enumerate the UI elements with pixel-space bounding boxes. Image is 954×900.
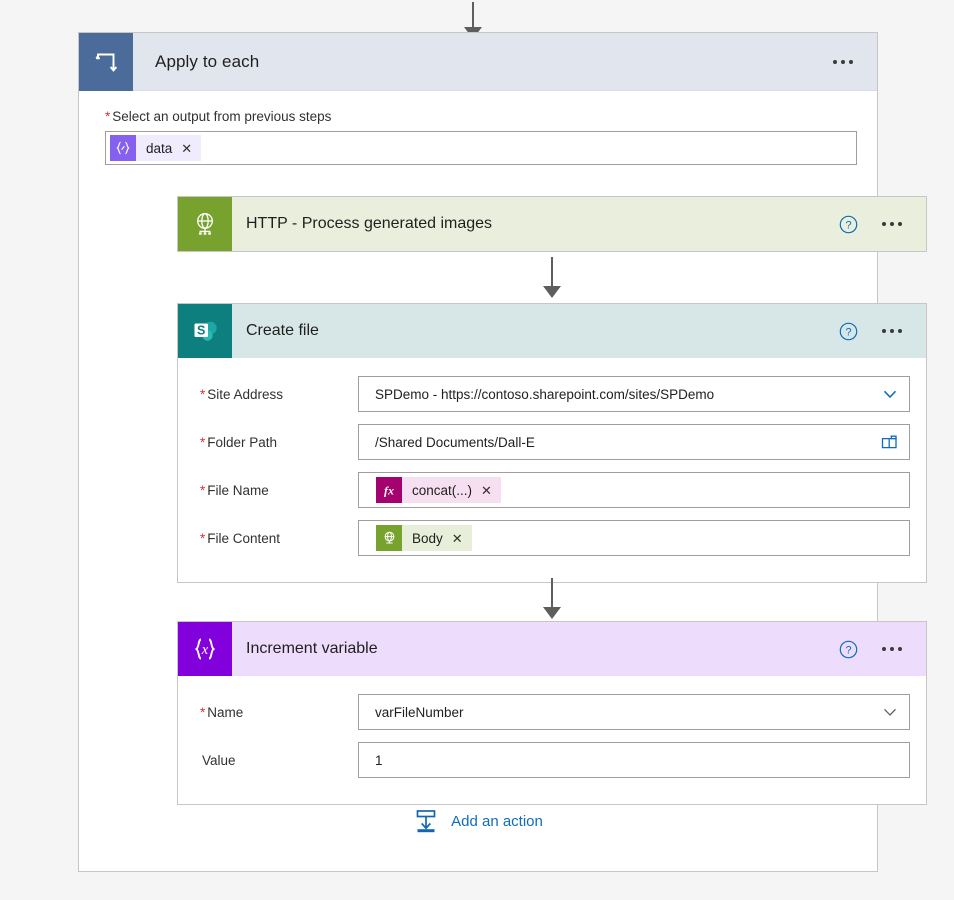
action-header-http[interactable]: HTTP - Process generated images ? <box>178 197 926 251</box>
input-variable-name[interactable]: varFileNumber <box>358 694 910 730</box>
form-row-site-address: *Site Address SPDemo - https://contoso.s… <box>178 370 926 418</box>
required-asterisk: * <box>200 386 206 402</box>
apply-to-each-header[interactable]: Apply to each <box>79 32 877 91</box>
label-file-content: *File Content <box>178 531 358 546</box>
http-globe-token-icon <box>376 525 402 551</box>
create-file-form: *Site Address SPDemo - https://contoso.s… <box>178 358 926 582</box>
input-folder-path[interactable]: /Shared Documents/Dall-E <box>358 424 910 460</box>
connector-arrow-http-createfile <box>540 257 564 298</box>
label-file-name-text: File Name <box>207 482 269 498</box>
apply-to-each-card[interactable]: Apply to each *Select an output from pre… <box>78 32 927 872</box>
insert-action-icon <box>413 808 439 834</box>
action-header-increment-variable[interactable]: x Increment variable ? <box>178 622 926 676</box>
label-variable-name-text: Name <box>207 704 244 720</box>
token-chip-data-body: data ✕ <box>136 135 202 161</box>
action-overflow-menu-icon-create-file[interactable] <box>882 329 926 333</box>
increment-variable-form: *Name varFileNumber Value <box>178 676 926 804</box>
apply-to-each-title: Apply to each <box>155 51 260 71</box>
value-folder-path: /Shared Documents/Dall-E <box>375 434 535 450</box>
token-remove-icon[interactable]: ✕ <box>481 482 492 498</box>
connector-arrow-createfile-increment <box>540 578 564 619</box>
value-variable-value: 1 <box>375 752 383 768</box>
svg-text:fx: fx <box>384 484 394 498</box>
label-variable-value-text: Value <box>202 752 236 768</box>
required-asterisk: * <box>200 482 206 498</box>
help-circle-icon[interactable]: ? <box>839 322 858 341</box>
input-file-content[interactable]: Body ✕ <box>358 520 910 556</box>
svg-text:?: ? <box>845 219 851 231</box>
sharepoint-icon: S <box>178 304 232 358</box>
token-chip-body-body: Body ✕ <box>402 525 472 551</box>
required-asterisk: * <box>200 434 206 450</box>
form-row-variable-value: Value 1 <box>178 736 926 784</box>
svg-text:?: ? <box>845 326 851 338</box>
svg-text:?: ? <box>845 644 851 656</box>
form-row-file-content: *File Content <box>178 514 926 562</box>
label-folder-path-text: Folder Path <box>207 434 278 450</box>
token-chip-body-label: Body <box>412 530 443 546</box>
folder-picker-icon[interactable] <box>880 433 899 452</box>
action-overflow-menu-icon-http[interactable] <box>882 222 926 226</box>
add-an-action-button[interactable]: Add an action <box>79 808 877 834</box>
apply-to-each-overflow-menu-icon[interactable] <box>833 59 877 64</box>
label-folder-path: *Folder Path <box>178 435 358 450</box>
label-file-content-text: File Content <box>207 530 281 546</box>
svg-text:x: x <box>201 642 209 658</box>
input-variable-value[interactable]: 1 <box>358 742 910 778</box>
select-output-label-text: Select an output from previous steps <box>112 109 332 124</box>
label-variable-name: *Name <box>178 705 358 720</box>
token-remove-icon[interactable]: ✕ <box>451 530 463 546</box>
token-chip-body[interactable]: Body ✕ <box>376 525 472 551</box>
input-file-name[interactable]: fx concat(...) ✕ <box>358 472 910 508</box>
label-variable-value: Value <box>178 753 358 768</box>
dynamic-content-token-icon <box>110 135 136 161</box>
form-row-variable-name: *Name varFileNumber <box>178 688 926 736</box>
token-remove-icon[interactable]: ✕ <box>181 140 193 156</box>
action-overflow-menu-icon-increment-variable[interactable] <box>882 647 926 651</box>
label-file-name: *File Name <box>178 483 358 498</box>
form-row-file-name: *File Name fx concat(...) ✕ <box>178 466 926 514</box>
action-card-http[interactable]: HTTP - Process generated images ? <box>177 196 927 252</box>
token-chip-data[interactable]: data ✕ <box>110 135 202 161</box>
loop-foreach-icon <box>79 32 133 91</box>
add-an-action-label: Add an action <box>451 812 543 830</box>
action-title-http: HTTP - Process generated images <box>246 215 493 232</box>
help-circle-icon[interactable]: ? <box>839 215 858 234</box>
action-header-create-file[interactable]: S Create file ? <box>178 304 926 358</box>
form-row-folder-path: *Folder Path /Shared Documents/Dall-E <box>178 418 926 466</box>
label-site-address-text: Site Address <box>207 386 284 402</box>
action-title-increment-variable: Increment variable <box>246 640 378 657</box>
input-site-address[interactable]: SPDemo - https://contoso.sharepoint.com/… <box>358 376 910 412</box>
token-chip-concat-label: concat(...) <box>412 482 473 498</box>
variable-braces-x-icon: x <box>178 622 232 676</box>
action-card-increment-variable[interactable]: x Increment variable ? *Name <box>177 621 927 805</box>
select-output-input[interactable]: data ✕ <box>105 131 857 165</box>
token-chip-concat[interactable]: fx concat(...) ✕ <box>376 477 501 503</box>
value-site-address: SPDemo - https://contoso.sharepoint.com/… <box>375 386 715 402</box>
http-globe-icon <box>178 197 232 251</box>
action-title-create-file: Create file <box>246 322 319 339</box>
expression-fx-icon: fx <box>376 477 402 503</box>
label-site-address: *Site Address <box>178 387 358 402</box>
svg-text:S: S <box>197 323 205 337</box>
required-asterisk: * <box>200 530 206 546</box>
required-asterisk: * <box>200 704 206 720</box>
token-chip-concat-body: concat(...) ✕ <box>402 477 501 503</box>
action-card-create-file[interactable]: S Create file ? *Site Address <box>177 303 927 583</box>
help-circle-icon[interactable]: ? <box>839 640 858 659</box>
required-asterisk: * <box>105 109 111 124</box>
chevron-down-icon[interactable] <box>881 385 899 403</box>
select-output-label: *Select an output from previous steps <box>105 109 851 124</box>
apply-to-each-body: *Select an output from previous steps da… <box>79 91 877 165</box>
chevron-down-icon[interactable] <box>881 703 899 721</box>
value-variable-name: varFileNumber <box>375 704 464 720</box>
token-chip-data-label: data <box>146 140 173 156</box>
